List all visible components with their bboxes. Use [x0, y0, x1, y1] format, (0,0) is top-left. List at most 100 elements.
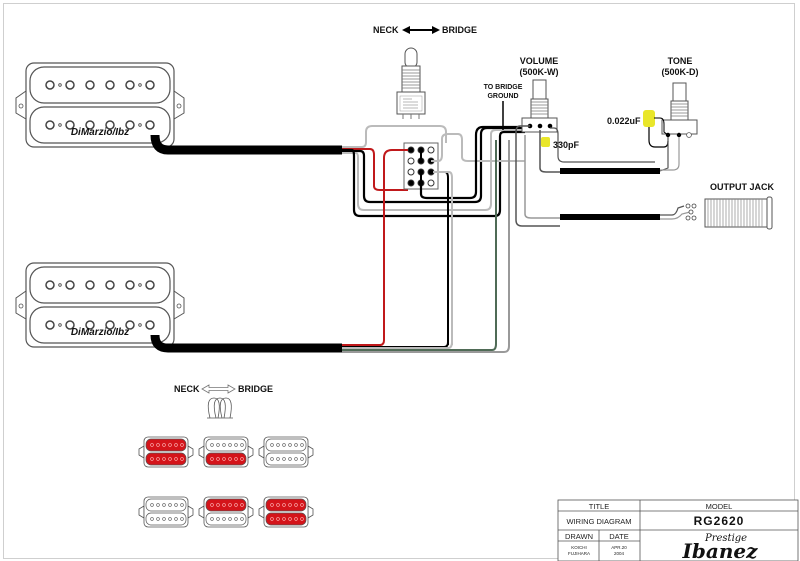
pole-piece: [168, 503, 172, 507]
pole-piece: [162, 517, 166, 521]
tone-value-label: (500K-D): [661, 67, 698, 77]
bottom-coil: [265, 512, 307, 526]
pole-piece: [216, 443, 220, 447]
neck-wires: [342, 125, 525, 218]
legend-neck-label: NECK: [174, 384, 200, 394]
pole-piece: [288, 443, 292, 447]
tone-pot: [661, 82, 698, 138]
tone-capacitor: [643, 110, 655, 127]
pole-piece: [234, 457, 238, 461]
brand-logo: Ibanez: [682, 539, 759, 561]
date-value-line1: APR.20: [611, 545, 627, 550]
bottom-coil: [205, 512, 247, 526]
drawn-header: DRAWN: [565, 532, 593, 541]
pole-piece: [150, 443, 154, 447]
position-4-pickup: [138, 496, 194, 528]
position-3-pickup: [258, 436, 314, 468]
pole-piece: [162, 443, 166, 447]
date-header: DATE: [609, 532, 628, 541]
pole-piece: [150, 457, 154, 461]
pole-piece: [210, 443, 214, 447]
pole-piece: [174, 457, 178, 461]
pole-piece: [156, 503, 160, 507]
model-header: MODEL: [706, 502, 733, 511]
pickup-selector-switch: [396, 47, 439, 190]
pole-piece: [174, 443, 178, 447]
bridge-pickup-brand: DiMarzio/Ibz: [71, 327, 129, 338]
pole-piece: [222, 517, 226, 521]
pole-piece: [210, 503, 214, 507]
bridge-wires: [342, 140, 510, 353]
pole-piece: [222, 457, 226, 461]
top-coil: [265, 498, 307, 512]
drawn-value-line2: FUJIHARA: [568, 551, 590, 556]
pole-piece: [240, 517, 244, 521]
top-coil: [205, 438, 247, 452]
title-value: WIRING DIAGRAM: [567, 517, 632, 526]
neck-pickup-cable: [150, 134, 342, 155]
pole-piece: [294, 457, 298, 461]
bridge-pickup-cable: [150, 334, 342, 353]
bottom-coil: [205, 452, 247, 466]
pole-piece: [168, 443, 172, 447]
top-coil: [205, 498, 247, 512]
pole-piece: [162, 457, 166, 461]
pole-piece: [288, 517, 292, 521]
pole-piece: [210, 517, 214, 521]
position-5-pickup: [198, 496, 254, 528]
output-jack: [660, 196, 773, 230]
pole-piece: [180, 503, 184, 507]
pole-piece: [282, 443, 286, 447]
pole-piece: [300, 457, 304, 461]
control-wiring: [515, 125, 680, 227]
legend-arrow: [201, 384, 236, 394]
neck-pickup-brand: DiMarzio/Ibz: [71, 127, 129, 138]
pole-piece: [180, 457, 184, 461]
drawn-value-line1: KOICHI: [571, 545, 587, 550]
pole-piece: [234, 517, 238, 521]
pole-piece: [150, 517, 154, 521]
position-legend: [138, 436, 314, 528]
pole-piece: [270, 503, 274, 507]
pole-piece: [288, 457, 292, 461]
pole-piece: [150, 503, 154, 507]
top-coil: [145, 438, 187, 452]
date-value-line2: 2004: [614, 551, 625, 556]
pole-piece: [210, 457, 214, 461]
pole-piece: [288, 503, 292, 507]
pole-piece: [228, 457, 232, 461]
pole-piece: [240, 443, 244, 447]
pole-piece: [216, 503, 220, 507]
pole-piece: [234, 443, 238, 447]
pole-piece: [180, 443, 184, 447]
pole-piece: [240, 503, 244, 507]
top-coil: [145, 498, 187, 512]
pole-piece: [294, 503, 298, 507]
pole-piece: [276, 443, 280, 447]
pole-piece: [234, 503, 238, 507]
tone-cap-label: 0.022uF: [607, 116, 641, 126]
volume-cap-label: 330pF: [553, 140, 580, 150]
volume-pot: [521, 79, 558, 133]
bottom-coil: [265, 452, 307, 466]
pole-piece: [216, 517, 220, 521]
bottom-coil: [145, 452, 187, 466]
brand-script: Prestige: [704, 533, 747, 544]
pole-piece: [174, 503, 178, 507]
to-bridge-ground-label-1: TO BRIDGE: [484, 84, 523, 91]
pole-piece: [270, 457, 274, 461]
legend-bridge-label: BRIDGE: [238, 384, 273, 394]
title-header: TITLE: [589, 502, 609, 511]
pole-piece: [276, 517, 280, 521]
pole-piece: [162, 503, 166, 507]
pole-piece: [156, 443, 160, 447]
pole-piece: [222, 443, 226, 447]
diagram-frame: [3, 3, 795, 559]
pole-piece: [174, 517, 178, 521]
pole-piece: [300, 443, 304, 447]
pole-piece: [282, 517, 286, 521]
switch-neck-label: NECK: [373, 25, 399, 35]
pole-piece: [222, 503, 226, 507]
output-jack-label: OUTPUT JACK: [710, 182, 775, 192]
